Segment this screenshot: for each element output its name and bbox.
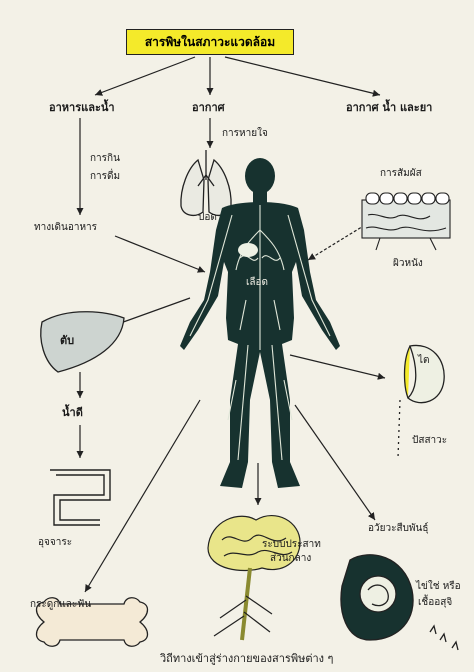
source-air: อากาศ [192,101,225,114]
label-blood: เลือด [246,276,268,289]
skin-route-arrows [308,225,365,260]
label-reproductive: อวัยวะสืบพันธุ์ [368,522,428,535]
route-contact: การสัมผัส [380,167,422,180]
label-feces: อุจจาระ [38,536,72,549]
skin-illustration [362,193,450,250]
nervous-system-illustration [208,516,300,640]
route-eating: การกิน [90,152,120,165]
lungs-illustration [181,150,231,215]
label-nervous-system-line2: ส่วนกลาง [270,552,311,565]
title-arrows [95,57,380,95]
label-eggs-sperm-line2: เชื้ออสุจิ [418,596,452,609]
liver-illustration [41,312,124,372]
route-breathing: การหายใจ [222,127,268,140]
label-nervous-system-line1: ระบบประสาท [262,538,321,551]
label-bile: น้ำดี [62,406,83,419]
diagram-caption: วิถีทางเข้าสู่ร่างกายของสารพิษต่าง ๆ [160,652,333,665]
label-kidney: ไต [418,354,430,367]
label-urine: ปัสสาวะ [412,434,447,447]
label-liver: ตับ [60,334,74,347]
route-drinking: การดื่ม [90,170,120,183]
blood-vessels [190,205,330,460]
label-eggs-sperm-line1: ไข่ใช่ หรือ [416,580,461,593]
heart-blob [238,243,258,257]
intestines-illustration [50,470,110,525]
route-digestive-tract: ทางเดินอาหาร [34,221,97,234]
label-bone-teeth: กระดูกและฟัน [30,598,91,611]
source-air-water-drugs: อากาศ น้ำ และยา [346,101,432,114]
label-lungs: ปอด [198,211,217,224]
source-food-water: อาหารและน้ำ [49,101,115,114]
label-skin: ผิวหนัง [393,257,423,270]
diagram-title: สารพิษในสภาวะแวดล้อม [126,29,294,55]
